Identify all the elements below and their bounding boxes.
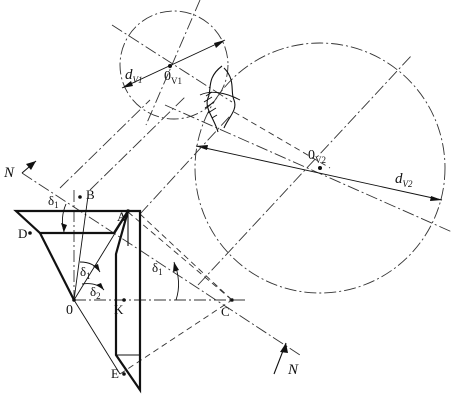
dimension-arrow-dv1-b <box>214 40 225 48</box>
point-E-dot <box>122 372 126 376</box>
angle-arrow-delta2 <box>96 283 104 290</box>
virtual-circle-2 <box>194 42 446 294</box>
dimension-arrow-dv1-a <box>122 81 133 88</box>
tooth-profile-left <box>206 65 223 133</box>
dimension-arrow-dv2-b <box>430 196 442 201</box>
line-AC <box>127 211 233 301</box>
circle-2-centerline-b <box>164 104 453 233</box>
dimension-line-dv1 <box>121 39 226 89</box>
cone-axis-OB <box>73 195 89 301</box>
gear-2-section <box>114 209 142 394</box>
dimension-line-dv2 <box>195 145 443 201</box>
virtual-circle-1 <box>119 10 229 120</box>
center-point-2 <box>318 166 322 170</box>
dimension-ext-dv1 <box>112 25 232 102</box>
point-A-dot <box>126 209 130 213</box>
label-point-C: C <box>221 304 230 319</box>
circle-1-centerline-a <box>111 24 233 103</box>
line-OE <box>73 299 121 375</box>
tooth-rim <box>199 91 241 101</box>
point-D-dot <box>28 231 32 235</box>
label-section-top: N <box>3 165 15 181</box>
angle-arrow-delta1-top <box>61 223 67 232</box>
point-O-dot <box>72 298 76 302</box>
circle-1-centerline-b <box>145 0 201 126</box>
angle-arrow-delta1-right <box>173 262 179 272</box>
label-delta1-top: δ1 <box>48 193 59 210</box>
label-point-D: D <box>18 226 27 241</box>
point-K-dot <box>122 298 126 302</box>
label-point-O: 0 <box>66 303 73 318</box>
label-center-1: 0V1 <box>164 69 182 86</box>
projection-line-4 <box>233 111 331 169</box>
label-center-2: 0V2 <box>308 148 326 165</box>
gear-1-section-bottom <box>39 232 75 301</box>
circle-2-centerline-a <box>197 54 413 286</box>
projection-line-5 <box>139 213 233 301</box>
point-B-dot <box>78 195 82 199</box>
tooth-profile-right <box>223 67 236 129</box>
section-line-nn <box>21 172 301 356</box>
label-point-E: E <box>111 366 119 381</box>
label-delta2: δ2 <box>90 284 101 301</box>
label-point-B: B <box>86 187 95 202</box>
section-arrow-top-head <box>26 161 36 170</box>
label-delta1-mid: δ1 <box>80 264 91 281</box>
projection-line-2 <box>139 115 231 215</box>
point-C-dot <box>230 298 234 302</box>
section-arrow-bottom-head <box>280 343 288 353</box>
tooth-hatching <box>203 91 218 119</box>
gear-1-section <box>13 209 131 235</box>
projection-line-3 <box>89 95 187 191</box>
label-dv2: dV2 <box>395 171 413 189</box>
label-dv1: dV1 <box>125 67 143 85</box>
angle-arrow-delta1-mid <box>93 264 100 272</box>
label-delta1-right: δ1 <box>152 260 163 277</box>
label-point-K: K <box>114 302 124 317</box>
label-point-A: A <box>117 209 127 224</box>
line-EC <box>119 299 233 375</box>
label-section-bottom: N <box>287 362 299 378</box>
projection-line-1 <box>59 99 151 189</box>
center-point-1 <box>168 64 172 68</box>
dimension-arrow-dv2-a <box>196 145 208 150</box>
